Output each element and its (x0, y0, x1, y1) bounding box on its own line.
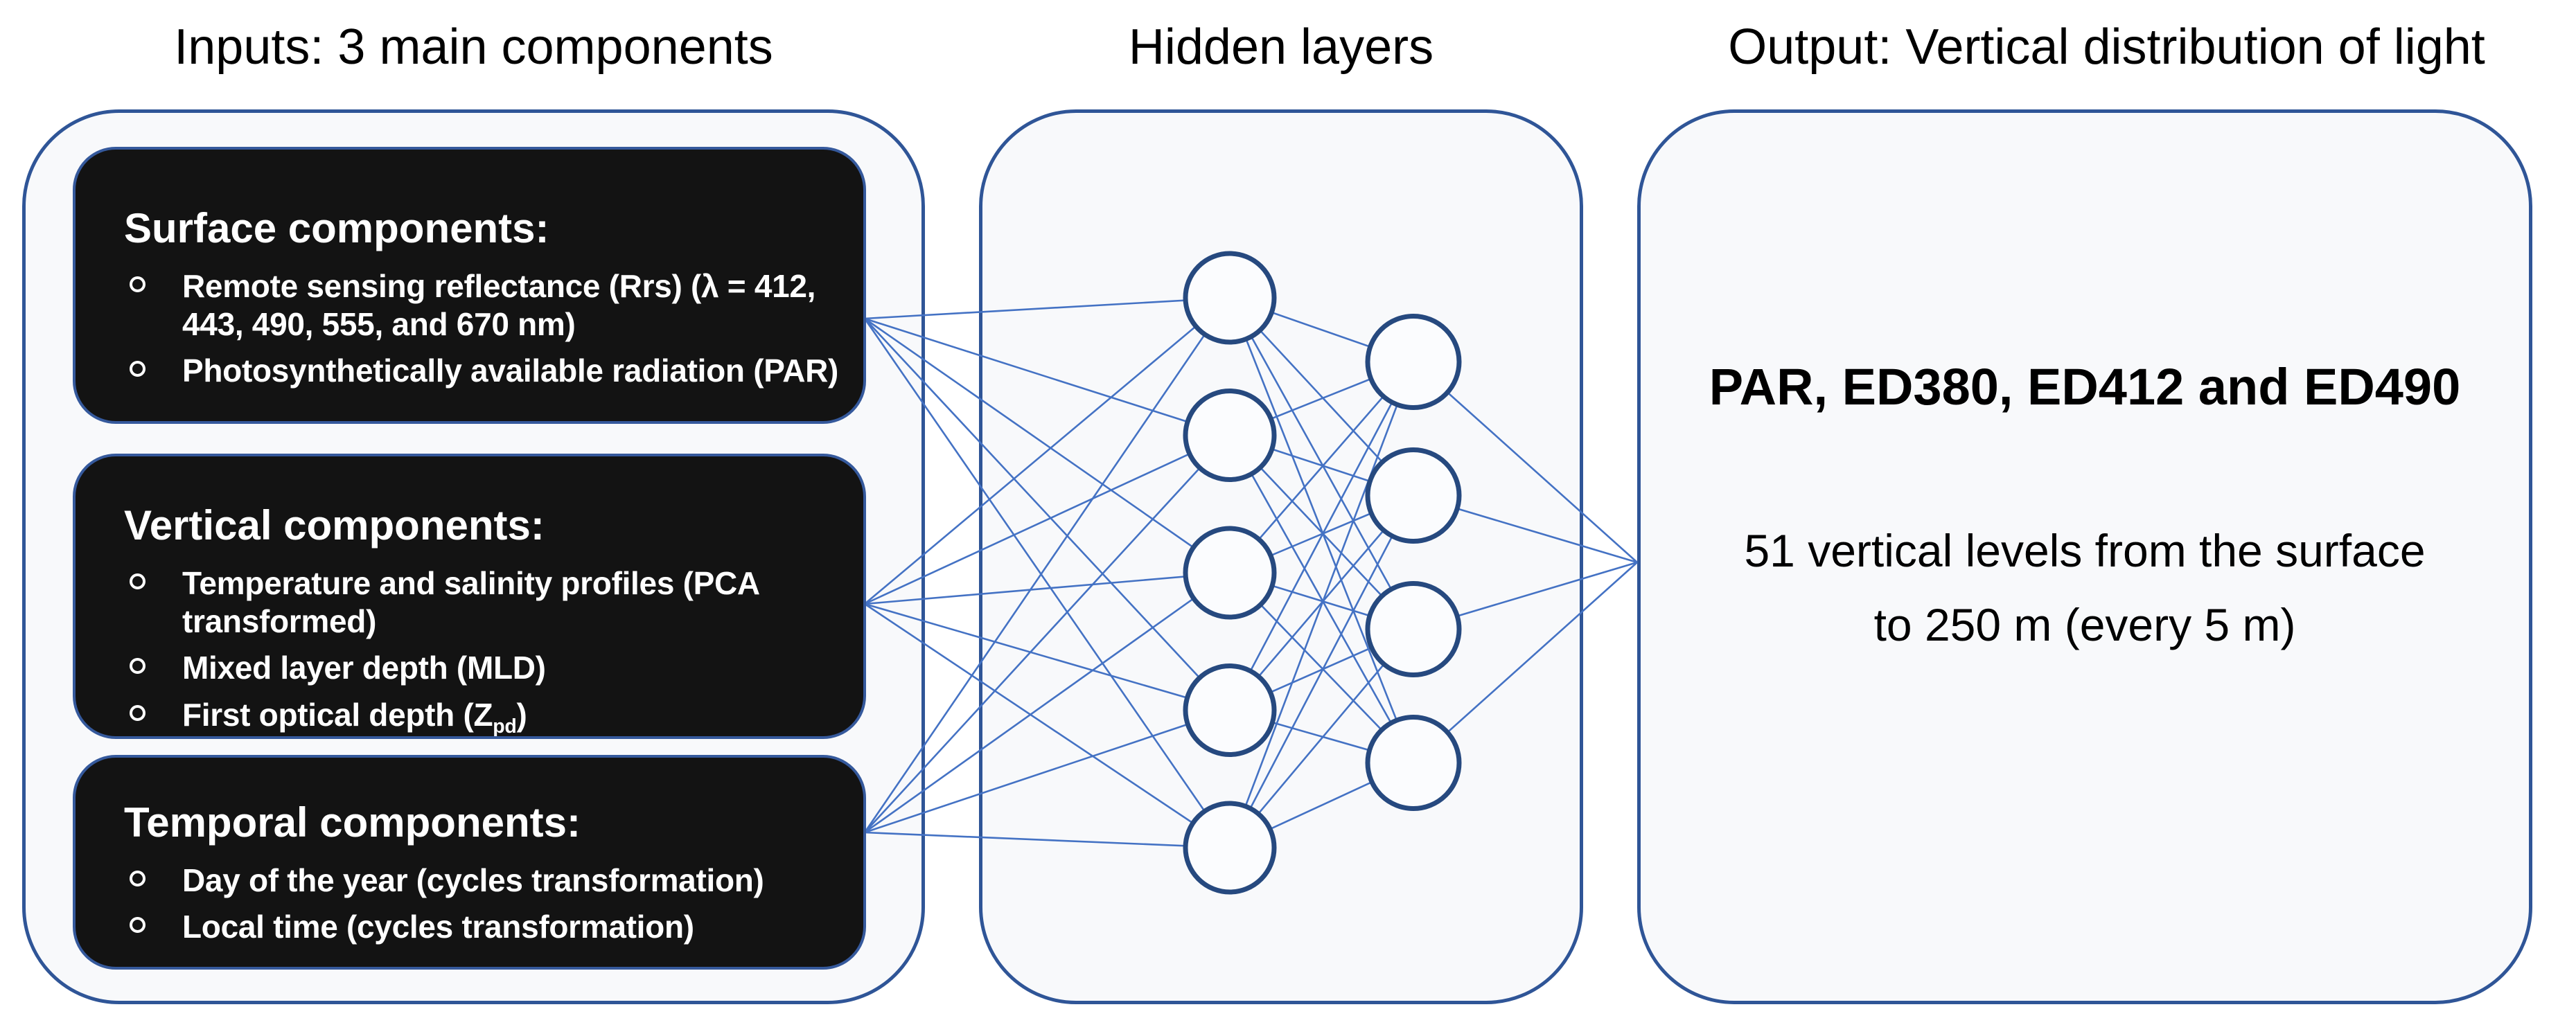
list-item: Mixed layer depth (MLD) (124, 649, 843, 687)
connection-line (1228, 434, 1415, 764)
hidden-layer-2-node (1365, 314, 1462, 410)
list-item: Photosynthetically available radiation (… (124, 352, 843, 390)
output-container: PAR, ED380, ED412 and ED490 51 vertical … (1637, 109, 2532, 1004)
connection-line (864, 571, 1230, 834)
hidden-layer-1-node (1183, 251, 1277, 345)
connection-line (1413, 562, 1638, 764)
connection-line (864, 603, 1230, 849)
surface-components-list: Remote sensing reflectance (Rrs) (λ = 41… (124, 267, 843, 391)
hidden-layers-column-title: Hidden layers (1128, 19, 1434, 75)
circle-bullet-icon (130, 704, 145, 721)
hidden-layer-1-node (1183, 801, 1277, 895)
connection-line (864, 317, 1230, 436)
temporal-components-box: Temporal components: Day of the year (cy… (73, 755, 866, 970)
connection-line (1228, 362, 1415, 848)
hidden-layer-2-node (1365, 581, 1462, 677)
connection-line (863, 318, 1231, 848)
hidden-layer-1-node (1183, 663, 1277, 757)
circle-bullet-icon (130, 917, 145, 934)
surface-components-heading: Surface components: (124, 205, 549, 251)
vertical-components-box: Vertical components: Temperature and sal… (73, 454, 866, 739)
circle-bullet-icon (130, 276, 145, 292)
hidden-layer-1-node (1183, 389, 1277, 482)
connection-line (864, 571, 1230, 605)
circle-bullet-icon (130, 658, 145, 675)
vertical-components-list: Temperature and salinity profiles (PCA t… (124, 564, 843, 736)
connection-line (864, 434, 1230, 605)
connection-line (1413, 361, 1638, 563)
hidden-layer-2-node (1365, 715, 1462, 811)
hidden-layer-2-node (1365, 447, 1462, 544)
connection-line (864, 317, 1230, 574)
hidden-layers-container (979, 109, 1583, 1004)
list-item: Temperature and salinity profiles (PCA t… (124, 564, 843, 641)
output-levels-text: 51 vertical levels from the surface to 2… (1655, 514, 2515, 662)
circle-bullet-icon (130, 573, 145, 589)
connection-line (1228, 361, 1415, 711)
circle-bullet-icon (130, 361, 145, 377)
output-levels-line2: to 250 m (every 5 m) (1873, 598, 2296, 650)
connection-line (1228, 297, 1415, 630)
inputs-column-title: Inputs: 3 main components (174, 19, 773, 75)
connection-line (1228, 297, 1415, 763)
circle-bullet-icon (130, 871, 145, 886)
temporal-components-heading: Temporal components: (124, 799, 581, 846)
connection-line (1228, 494, 1415, 848)
connection-line (863, 297, 1231, 833)
surface-components-box: Surface components: Remote sensing refle… (73, 147, 866, 424)
vertical-components-heading: Vertical components: (124, 502, 545, 549)
temporal-components-list: Day of the year (cycles transformation) … (124, 862, 843, 946)
output-levels-line1: 51 vertical levels from the surface (1744, 524, 2426, 576)
connection-line (864, 709, 1230, 834)
output-variables-text: PAR, ED380, ED412 and ED490 (1709, 358, 2461, 416)
list-item: Remote sensing reflectance (Rrs) (λ = 41… (124, 267, 843, 344)
list-item: Local time (cycles transformation) (124, 908, 843, 946)
connection-line (864, 434, 1230, 833)
list-item: First optical depth (Zpd) (124, 696, 843, 736)
connection-line (864, 318, 1230, 711)
hidden-layer-1-node (1183, 526, 1277, 620)
list-item: Day of the year (cycles transformation) (124, 862, 843, 900)
connection-line (864, 831, 1230, 849)
connection-line (864, 297, 1230, 605)
output-column-title: Output: Vertical distribution of light (1728, 19, 2485, 75)
connection-line (864, 603, 1230, 711)
connection-line (864, 296, 1230, 320)
